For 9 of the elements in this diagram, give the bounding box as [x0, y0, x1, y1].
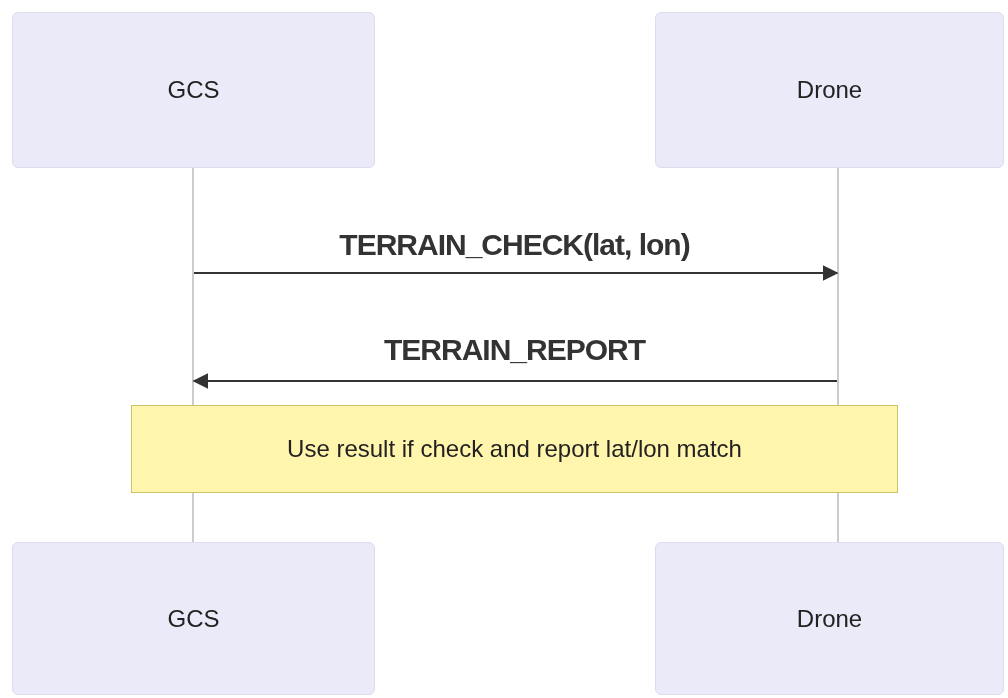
- participant-box: GCS: [12, 542, 375, 695]
- note-box: Use result if check and report lat/lon match: [131, 405, 898, 493]
- participant-box: GCS: [12, 12, 375, 168]
- message-arrow: [193, 265, 839, 281]
- message-label: TERRAIN_CHECK(lat, lon): [339, 227, 690, 263]
- participant-box: Drone: [655, 12, 1004, 168]
- message-arrow: [192, 373, 838, 389]
- message-label: TERRAIN_REPORT: [384, 332, 645, 368]
- participant-box: Drone: [655, 542, 1004, 695]
